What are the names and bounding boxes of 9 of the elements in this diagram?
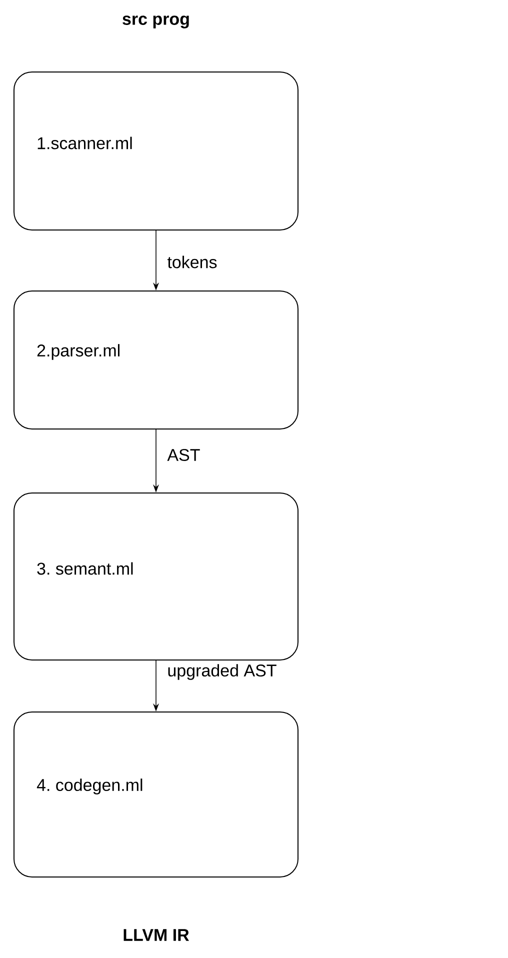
process-box: 3. semant.ml (14, 492, 298, 660)
edge-label: tokens (166, 254, 218, 270)
output-label: LLVM IR (124, 929, 190, 941)
process-box: 2.parser.ml (14, 290, 298, 430)
edge-label: AST (166, 448, 202, 462)
edge-label: upgraded AST (166, 663, 278, 681)
process-box: 1.scanner.ml (14, 72, 298, 230)
title: src prog (122, 16, 189, 28)
process-box: 4. codegen.ml (14, 712, 298, 878)
